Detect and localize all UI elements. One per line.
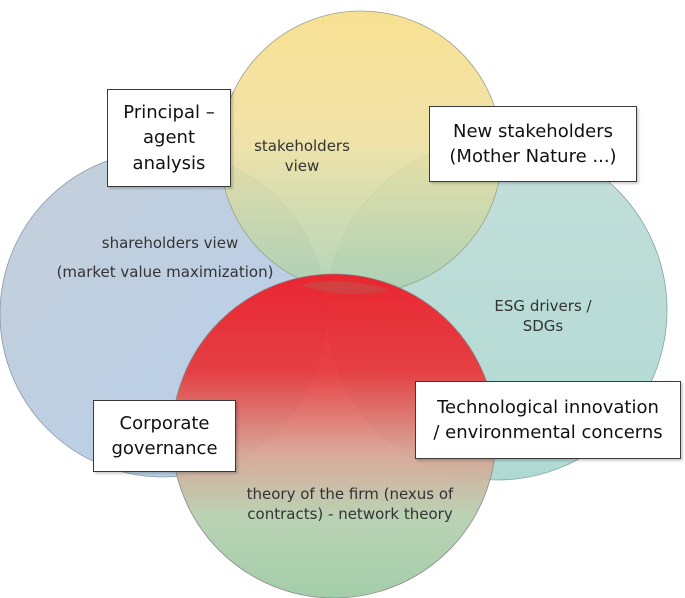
stakeholders-view-label: stakeholders view — [254, 137, 350, 176]
new-stakeholders-box: New stakeholders (Mother Nature ...) — [429, 106, 637, 182]
principal-agent-text: Principal – agent analysis — [123, 102, 215, 174]
technological-innovation-text: Technological innovation / environmental… — [433, 396, 663, 443]
esg-drivers-label: ESG drivers / SDGs — [494, 297, 592, 336]
principal-agent-box: Principal – agent analysis — [107, 89, 231, 187]
corporate-governance-text: Corporate governance — [111, 412, 218, 459]
theory-of-firm-label: theory of the firm (nexus of contracts) … — [246, 485, 454, 524]
new-stakeholders-text: New stakeholders (Mother Nature ...) — [449, 120, 617, 167]
corporate-governance-box: Corporate governance — [93, 400, 236, 472]
shareholders-view-label: shareholders view — [101, 234, 239, 252]
market-value-label: (market value maximization) — [56, 263, 274, 281]
technological-innovation-box: Technological innovation / environmental… — [415, 381, 681, 459]
overlap-highlight — [300, 281, 390, 294]
